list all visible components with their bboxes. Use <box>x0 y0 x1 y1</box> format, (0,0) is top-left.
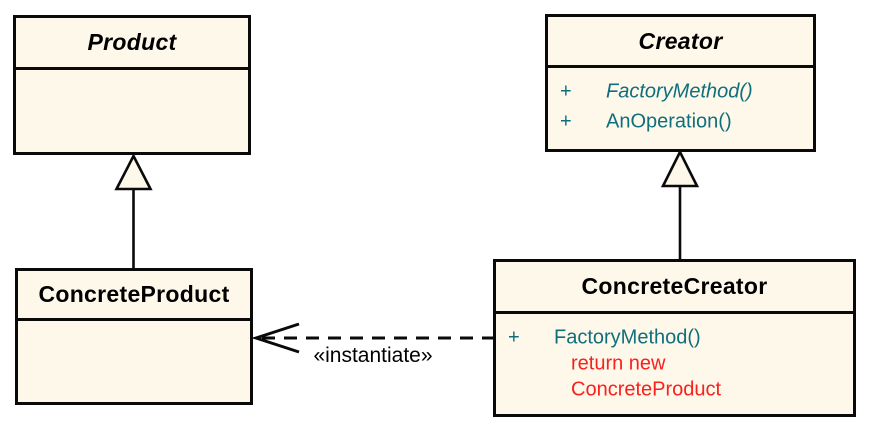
code-note-row: return new <box>496 351 853 377</box>
method-name-anoperation: AnOperation() <box>606 110 732 133</box>
code-note-line-2: ConcreteProduct <box>571 378 722 401</box>
visibility-plus: + <box>508 326 520 349</box>
class-title-concrete-product: ConcreteProduct <box>18 271 250 321</box>
generalization-triangle-creator <box>660 149 700 188</box>
instantiate-edge-label: «instantiate» <box>313 344 433 367</box>
class-box-concrete-product: ConcreteProduct <box>15 268 253 405</box>
class-box-concrete-creator: ConcreteCreator + FactoryMethod() return… <box>493 259 856 417</box>
code-note-line-1: return new <box>571 352 666 375</box>
method-row-factorymethod: + FactoryMethod() <box>548 77 813 107</box>
method-name-factorymethod: FactoryMethod() <box>606 80 753 103</box>
class-box-product: Product <box>13 15 251 155</box>
method-row-anoperation: + AnOperation() <box>548 107 813 137</box>
class-box-creator: Creator + FactoryMethod() + AnOperation(… <box>545 14 816 152</box>
visibility-plus: + <box>560 110 572 133</box>
method-name-factorymethod-impl: FactoryMethod() <box>554 326 701 349</box>
class-body-concrete-creator: + FactoryMethod() return new ConcretePro… <box>496 314 853 403</box>
class-body-creator: + FactoryMethod() + AnOperation() <box>548 68 813 137</box>
code-note-row: ConcreteProduct <box>496 377 853 403</box>
visibility-plus: + <box>560 80 572 103</box>
method-row-factorymethod-impl: + FactoryMethod() <box>496 325 853 351</box>
generalization-triangle-product <box>114 153 153 191</box>
class-title-product: Product <box>16 18 248 70</box>
class-title-creator: Creator <box>548 17 813 68</box>
class-title-concrete-creator: ConcreteCreator <box>496 262 853 314</box>
